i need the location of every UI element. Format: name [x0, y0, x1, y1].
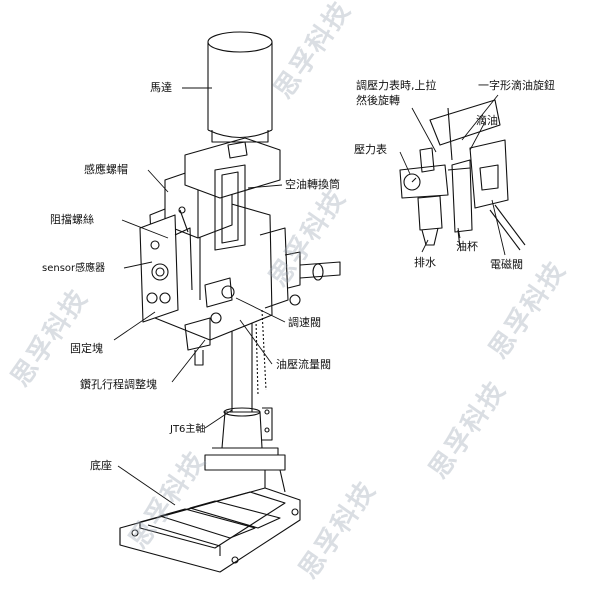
label-pressure-gauge: 壓力表	[354, 143, 387, 156]
motor-drawing	[207, 31, 273, 143]
pneumatic-unit-drawing	[399, 99, 526, 251]
base-drawing	[119, 447, 301, 573]
label-drain: 排水	[414, 256, 436, 269]
head-drawing	[139, 137, 341, 391]
label-adjust-pressure-line1: 調壓力表時,上拉	[356, 79, 437, 92]
label-oil-cup: 油杯	[456, 240, 478, 253]
label-speed-valve: 調速閥	[288, 316, 321, 329]
label-stop-screw: 阻擋螺絲	[50, 213, 94, 226]
label-adjust-pressure-line2: 然後旋轉	[356, 94, 400, 107]
label-drip-oil: 滴油	[476, 114, 498, 127]
label-solenoid-valve: 電磁閥	[490, 258, 523, 271]
leader-lines	[113, 87, 506, 506]
column-drawing	[221, 319, 273, 449]
label-base: 底座	[90, 459, 112, 472]
label-sensor: sensor感應器	[42, 263, 106, 274]
label-oil-converter: 空油轉換筒	[285, 178, 340, 191]
label-fixing-block: 固定塊	[70, 342, 103, 355]
label-induction-nut: 感應螺帽	[84, 163, 128, 176]
label-motor: 馬達	[150, 81, 172, 94]
label-hydraulic-flow-valve: 油壓流量閥	[276, 358, 331, 371]
label-drill-stroke-block: 鑽孔行程調整塊	[80, 378, 157, 391]
label-drip-knob: 一字形滴油旋鈕	[478, 79, 555, 92]
label-jt6-spindle: JT6主軸	[170, 424, 206, 435]
